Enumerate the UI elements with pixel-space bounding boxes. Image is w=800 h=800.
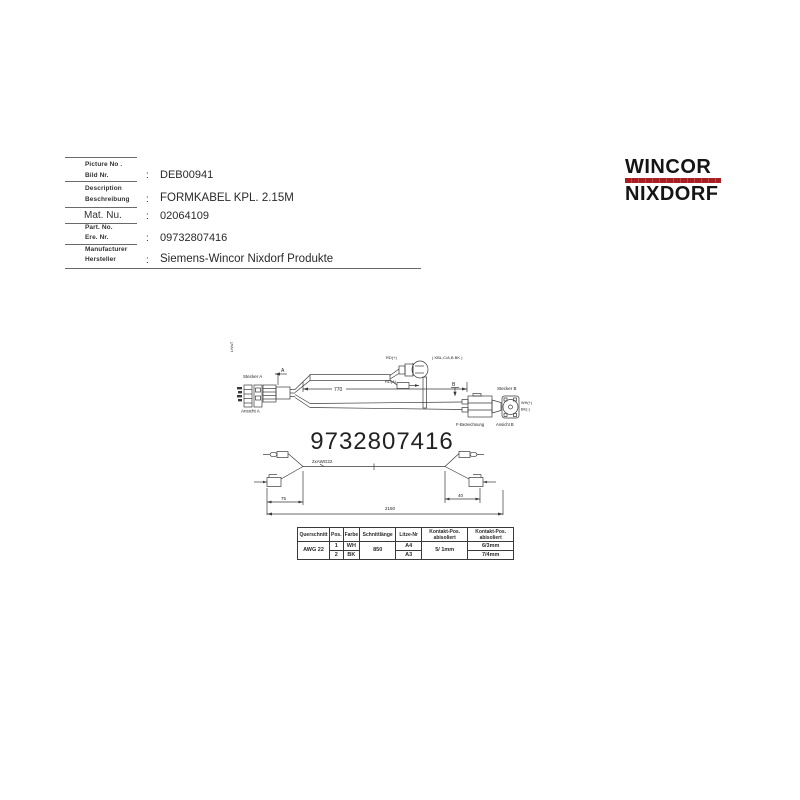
dim-770-label: 770 [334, 387, 343, 393]
table-header-row: Querschnitt Pos. Farbe Schnittlänge Litz… [297, 527, 515, 542]
wincor-nixdorf-logo: WINCOR NIXDORF [625, 157, 721, 204]
cell-kontakt2: 7/4mm [467, 550, 515, 560]
col-querschnitt: Querschnitt [297, 527, 330, 542]
cable-fanout [294, 374, 311, 408]
section-b-letter: B [452, 382, 456, 388]
cable-drawing: LrVwT Stecker A Ansicht A A [230, 341, 533, 516]
colon: : [146, 194, 149, 205]
table-row: AWG 22 1 WH 850 A4 5/ 1mm 6/3mm [297, 541, 515, 560]
col-kontakt-1: Kontakt-Pos. abisoliert [421, 527, 469, 542]
field-label-de: Hersteller [85, 256, 116, 263]
length-drawing [254, 451, 496, 487]
col-pos: Pos. [329, 527, 344, 542]
section-a-letter: A [281, 368, 285, 374]
logo-word-nixdorf: NIXDORF [625, 183, 719, 205]
dim-770: 770 [302, 382, 468, 393]
drawing-note: ( KBL,C/A,B BK ) [432, 355, 463, 360]
logo-word-wincor: WINCOR [625, 156, 712, 178]
field-value-picture-no: DEB00941 [160, 169, 214, 181]
cell-kontakt2: 6/3mm [467, 541, 515, 551]
kontakt-header-line1: Kontakt-Pos. [475, 528, 507, 535]
dim-right-label: 40 [458, 493, 464, 498]
col-schnittlaenge: Schnittlänge [359, 527, 397, 542]
field-label-en: Description [85, 185, 122, 192]
dim-left-label: 75 [281, 496, 287, 501]
field-label-en: Manufacturer [85, 246, 128, 253]
view-a-drawing [237, 384, 263, 408]
cell-farbe: BK [342, 550, 361, 560]
kontakt-header-line2: abisoliert [479, 534, 502, 541]
plug-top-drawing [398, 360, 429, 379]
dim-right: 40 [444, 471, 481, 503]
f-bezeichnung-label: F-Bezeichnung [456, 422, 485, 427]
form-rule [65, 244, 137, 245]
cell-querschnitt: AWG 22 [297, 541, 330, 560]
col-litze-nr: Litze-Nr [395, 527, 423, 542]
pin-label-top: WH(+) [521, 401, 533, 405]
col-farbe: Farbe [342, 527, 361, 542]
view-b-drawing [501, 395, 520, 419]
connector-a-label: Stecker A [243, 374, 262, 379]
connector-a-drawing [262, 384, 295, 403]
field-label-de: Ere. Nr. [85, 234, 109, 241]
form-rule [65, 181, 137, 182]
dim-left: 75 [266, 471, 304, 515]
connector-b-drawing [461, 393, 502, 418]
upper-cable [309, 368, 400, 381]
field-label-en: Part. No. [85, 224, 113, 231]
field-value-manufacturer: Siemens-Wincor Nixdorf Produkte [160, 253, 334, 265]
table-row: 2 BK A3 7/4mm [298, 550, 515, 560]
wire-gauge-label: 2xAWG22 [312, 459, 333, 464]
field-value-mat-nu: 02064109 [160, 210, 209, 222]
dim-total: 2150 [267, 490, 504, 516]
connector-b-label: Stecker B [497, 386, 517, 391]
kontakt-header-line2: abisoliert [433, 534, 456, 541]
lower-cable [309, 376, 463, 410]
plug-bottom-label: RD(A) [385, 379, 397, 384]
frame-label: LrVwT [230, 341, 234, 352]
wire-spec-table: Querschnitt Pos. Farbe Schnittlänge Litz… [297, 527, 515, 560]
logo-red-bar [625, 178, 721, 183]
field-label-en: Mat. Nu. [84, 210, 122, 221]
plug-top-label: RD(+) [386, 355, 397, 360]
cell-pos: 2 [329, 550, 344, 560]
plug-bottom-drawing [389, 379, 419, 389]
col-kontakt-2: Kontakt-Pos. abisoliert [467, 527, 515, 542]
field-value-part-no: 09732807416 [160, 232, 228, 244]
colon: : [146, 211, 149, 222]
cell-pos: 1 [329, 541, 344, 551]
part-number: 9732807416 [310, 428, 453, 455]
section-b-marker: B [451, 382, 459, 397]
form-rule [65, 223, 137, 224]
cell-schnittlaenge: 850 [359, 541, 397, 560]
field-label-de: Beschreibung [85, 196, 130, 203]
field-value-description: FORMKABEL KPL. 2.15M [160, 192, 294, 204]
cell-litze: A4 [395, 541, 423, 551]
view-a-label: Ansicht A [241, 409, 260, 414]
colon: : [146, 233, 149, 244]
cell-farbe: WH [342, 541, 361, 551]
dim-total-label: 2150 [385, 506, 396, 511]
view-b-label: Ansicht B [496, 422, 514, 427]
field-label-en: Picture No . [85, 161, 123, 168]
colon: : [146, 255, 149, 266]
cell-litze: A3 [395, 550, 423, 560]
cell-kontakt1: 5/ 1mm [421, 541, 469, 560]
pin-label-bottom: BK(-) [521, 408, 531, 412]
section-a-marker: A [275, 368, 287, 385]
form-rule [65, 207, 137, 208]
form-rule [65, 157, 137, 158]
field-label-de: Bild Nr. [85, 172, 109, 179]
colon: : [146, 170, 149, 181]
kontakt-header-line1: Kontakt-Pos. [429, 528, 461, 535]
form-bottom-rule [65, 268, 421, 269]
